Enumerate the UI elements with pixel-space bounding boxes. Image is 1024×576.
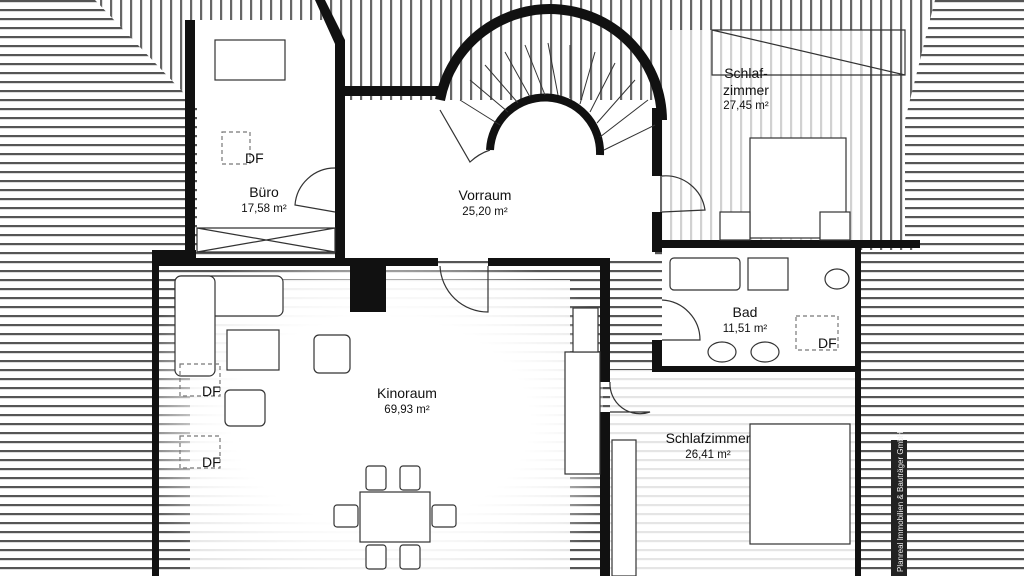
spiral-staircase — [435, 4, 667, 163]
room-area-kinoraum: 69,93 m² — [384, 404, 430, 416]
skylight-label: DF — [202, 454, 221, 470]
skylight-label: DF — [245, 150, 264, 166]
room-name-kinoraum: Kinoraum — [377, 385, 437, 401]
room-name-schlafzimmer: Schlafzimmer — [666, 430, 751, 446]
skylight-label: DF — [818, 335, 837, 351]
watermark: Planreal Immobilien & Bauträger GmbH — [891, 431, 907, 576]
skylight-label: DF — [202, 383, 221, 399]
room-name-schlafzimmer-top-2: zimmer — [723, 82, 769, 98]
furniture — [174, 29, 906, 576]
room-name-buero: Büro — [249, 184, 279, 200]
doors — [294, 167, 706, 415]
walls — [152, 0, 920, 576]
room-name-vorraum: Vorraum — [459, 187, 512, 203]
room-area-vorraum: 25,20 m² — [462, 206, 508, 218]
watermark-text: Planreal Immobilien & Bauträger GmbH — [896, 431, 905, 572]
skylights: DF DF DF DF — [179, 131, 839, 470]
room-labels: Büro 17,58 m² Vorraum 25,20 m² Schlaf- z… — [241, 65, 769, 461]
room-area-bad: 11,51 m² — [723, 323, 768, 335]
room-name-bad: Bad — [733, 304, 758, 320]
room-area-buero: 17,58 m² — [241, 203, 287, 215]
room-area-schlafzimmer-top: 27,45 m² — [723, 100, 769, 112]
room-name-schlafzimmer-top-1: Schlaf- — [724, 65, 768, 81]
room-area-schlafzimmer: 26,41 m² — [685, 449, 731, 461]
